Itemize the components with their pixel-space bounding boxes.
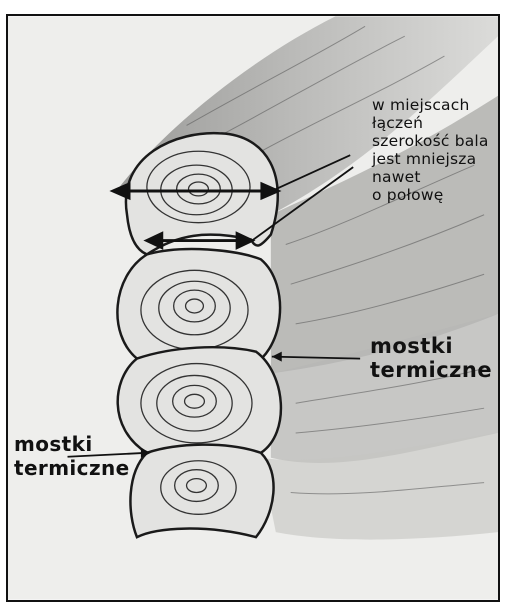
thermal-bridges-label-left: mostki termiczne	[14, 432, 130, 480]
joint-width-note: w miejscach łączeń szerokość bala jest m…	[372, 96, 489, 204]
log-end-4	[130, 445, 273, 538]
thermal-bridges-label-right: mostki termiczne	[370, 334, 492, 382]
drawing-frame: w miejscach łączeń szerokość bala jest m…	[6, 14, 500, 602]
